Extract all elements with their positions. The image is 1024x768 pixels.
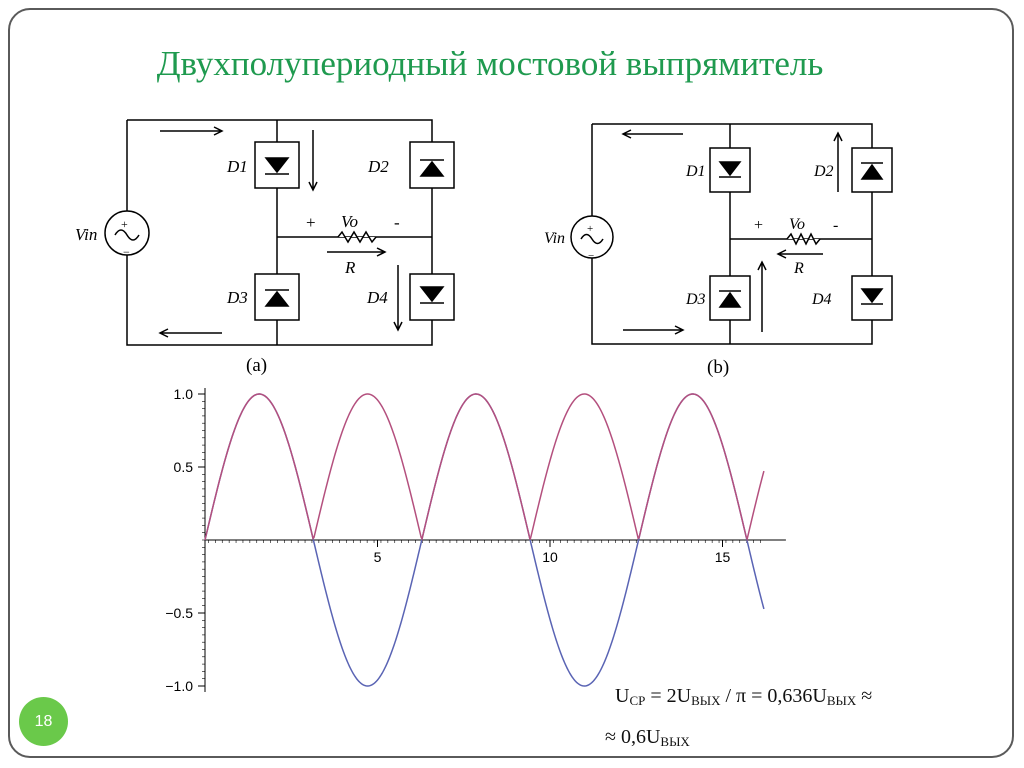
y-tick-label: 0.5 [174, 459, 194, 475]
circuit-b-d3-label: D3 [685, 291, 706, 308]
circuit-b-d2-label: D2 [813, 163, 834, 180]
circuit-b-source-icon [570, 215, 614, 259]
circuit-a-d3-label: D3 [226, 288, 248, 307]
circuit-a [104, 119, 455, 346]
y-tick-label: −0.5 [165, 605, 193, 621]
formula-line-2: ≈ 0,6UВЫХ [605, 726, 690, 749]
circuit-b-r-label: R [793, 260, 804, 277]
circuit-a-r-label: R [344, 258, 356, 277]
circuit-b-vo-label: Vo [789, 216, 805, 233]
circuit-a-d2-label: D2 [367, 157, 389, 176]
circuit-a-source-icon [104, 210, 150, 256]
waveform-chart: 5 10 15 1.0 0.5 −0.5 −1.0 [165, 386, 786, 694]
circuit-a-wire [126, 119, 433, 346]
circuit-b-minus: - [833, 217, 838, 234]
slide-frame [8, 8, 1014, 758]
circuit-b-plus: + [754, 217, 763, 234]
circuit-a-d2-box [409, 141, 455, 189]
svg-text:+: + [587, 223, 593, 235]
circuit-a-caption: (a) [246, 355, 267, 376]
circuit-b-resistor-icon [786, 232, 821, 246]
y-tick-label: −1.0 [165, 678, 193, 694]
circuit-a-arrow-d1 [308, 130, 318, 192]
circuit-b-arrow-top [621, 129, 683, 139]
circuit-b-wire [591, 123, 873, 345]
circuit-a-d1-icon [264, 157, 290, 174]
circuit-a-vin-label: Vin [75, 225, 97, 244]
circuit-a-arrow-r [327, 247, 387, 257]
circuit-a-d2-icon [419, 160, 445, 177]
ac-wave-icon [114, 229, 140, 241]
circuit-b-arrow-d2 [833, 131, 843, 192]
circuit-a-arrow-top [160, 126, 224, 136]
y-tick-label: 1.0 [174, 386, 194, 402]
x-tick-label: 5 [374, 549, 382, 565]
circuit-b-caption: (b) [707, 357, 729, 378]
circuit-b-d3-icon [718, 291, 742, 308]
circuit-b-arrow-r [776, 249, 823, 259]
circuit-b-d4-icon [860, 288, 884, 304]
svg-text:+: + [121, 217, 128, 231]
circuit-b-arrow-bottom [623, 325, 685, 335]
x-tick-label: 10 [542, 549, 558, 565]
circuit-b-d2-icon [860, 163, 884, 180]
axis-ticks: 5 10 15 1.0 0.5 −0.5 −1.0 [165, 386, 761, 694]
circuit-a-d4-icon [419, 286, 445, 303]
circuit-b [570, 123, 893, 345]
circuit-b-arrow-d3 [757, 260, 767, 332]
circuit-a-arrow-d4 [393, 265, 403, 332]
slide-title: Двухполупериодный мостовой выпрямитель [156, 44, 824, 83]
circuit-b-d4-label: D4 [811, 291, 832, 308]
circuit-b-d1-label: D1 [685, 163, 706, 180]
circuit-a-arrow-bottom [158, 328, 222, 338]
circuit-a-plus: + [306, 213, 316, 232]
circuit-a-d1-label: D1 [226, 157, 248, 176]
circuit-a-d3-icon [264, 290, 290, 307]
formula-line-1: UСР = 2UВЫХ / π = 0,636UВЫХ ≈ [615, 685, 873, 708]
x-tick-label: 15 [715, 549, 731, 565]
svg-text:−: − [588, 250, 594, 262]
series-rectified [204, 393, 765, 542]
circuit-b-d1-icon [718, 161, 742, 177]
circuit-b-vin-label: Vin [544, 230, 565, 247]
page-number-badge: 18 [19, 697, 68, 746]
circuit-a-resistor-icon [337, 230, 377, 244]
circuit-a-vo-label: Vo [341, 212, 358, 231]
ac-wave-icon [580, 233, 604, 245]
svg-text:−: − [123, 245, 130, 259]
circuit-a-d4-label: D4 [366, 288, 388, 307]
circuit-a-minus: - [394, 213, 400, 232]
